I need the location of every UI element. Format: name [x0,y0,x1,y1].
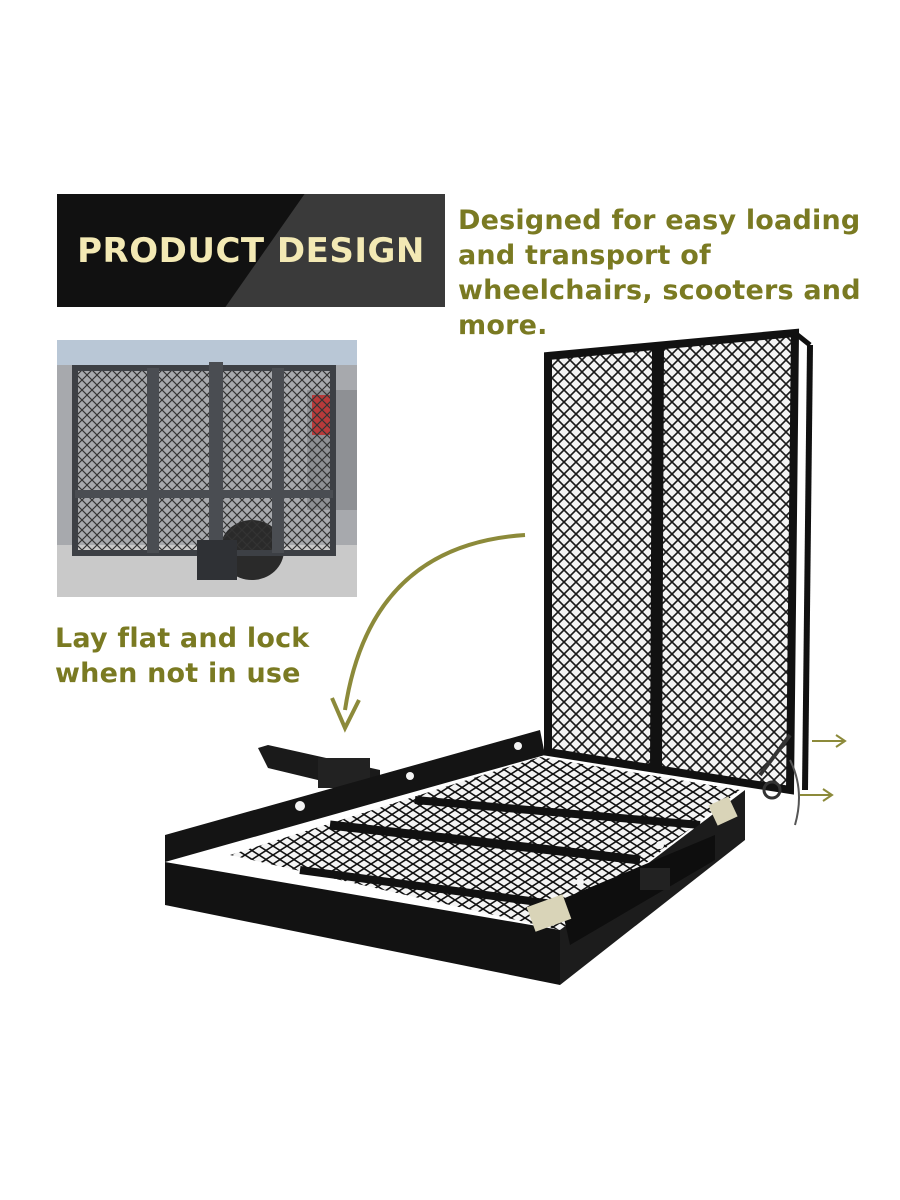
inset-photo-folded-carrier [57,340,357,597]
product-design-banner: PRODUCT DESIGN [57,194,445,307]
locking-pin [758,733,800,826]
design-caption: Designed for easy loading and transport … [458,205,861,341]
carrier-platform [165,730,745,985]
upright-ramp [544,328,813,795]
hitch-receiver-bar [258,745,380,795]
lay-flat-caption: Lay flat and lock when not in use [55,623,310,689]
banner-title: PRODUCT DESIGN [77,230,425,271]
pin-arrows [800,734,847,802]
fold-direction-arrow [330,533,526,733]
